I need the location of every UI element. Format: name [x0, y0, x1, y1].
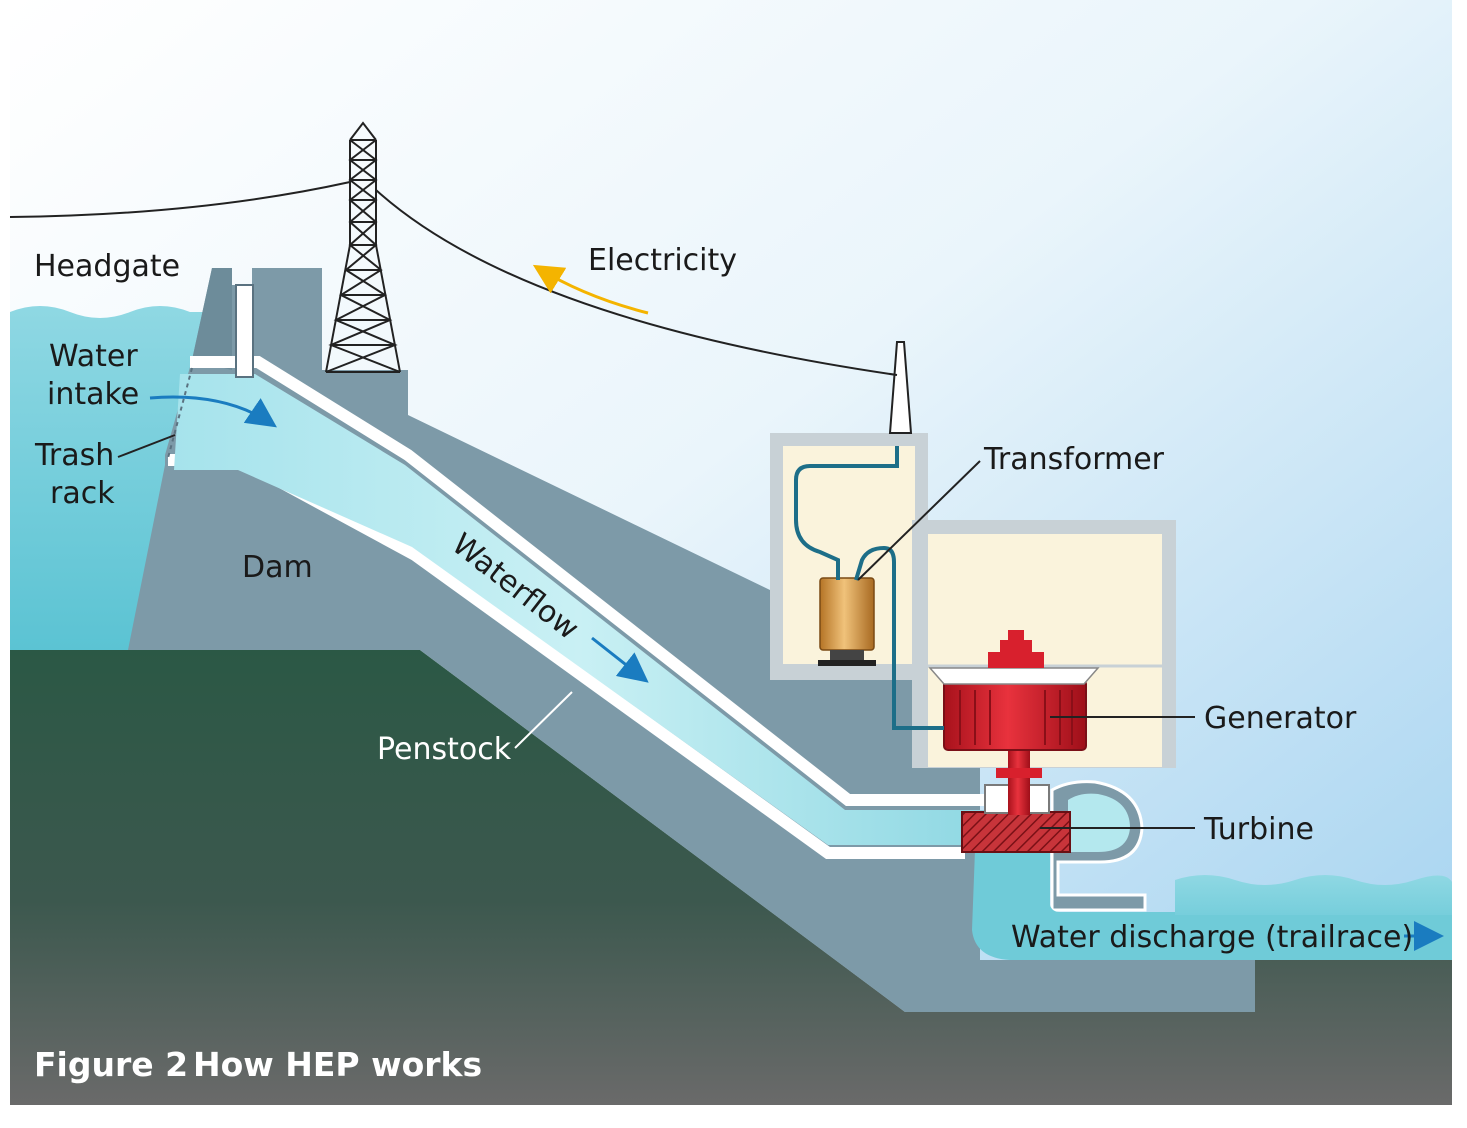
- penstock-leader: [514, 691, 573, 749]
- transformer-base: [830, 650, 864, 660]
- water-intake-label-1: Water: [49, 339, 138, 374]
- generator-label: Generator: [1204, 701, 1357, 736]
- generator-ribs: [959, 690, 1073, 745]
- penstock-water: [174, 374, 985, 845]
- transformer-foot: [818, 660, 876, 666]
- dam-label: Dam: [242, 550, 313, 585]
- transmission-tower: [325, 121, 401, 373]
- power-line-right: [375, 189, 898, 376]
- penstock-label: Penstock: [377, 732, 512, 767]
- turbine-runner: [961, 811, 1071, 853]
- transformer-label: Transformer: [983, 442, 1165, 477]
- trash-rack-leader: [117, 434, 176, 458]
- water-intake-label-2: intake: [47, 377, 139, 412]
- shaft-collar-1: [996, 768, 1042, 778]
- transformer-body: [819, 577, 875, 651]
- ground: [10, 650, 1452, 1105]
- transformer-cable: [794, 446, 899, 580]
- discharge-channel: [1010, 915, 1452, 960]
- generator-top-plate: [928, 667, 1100, 685]
- generator-top-3: [1008, 630, 1024, 642]
- small-pylon: [888, 341, 913, 434]
- turbine-label: Turbine: [1203, 812, 1314, 847]
- water-discharge-label: Water discharge (trailrace): [1011, 920, 1413, 955]
- electricity-arrow: [532, 264, 649, 315]
- water-intake-arrow: [149, 395, 277, 428]
- power-line-left: [9, 181, 351, 218]
- generator-top-2: [1000, 640, 1032, 654]
- headgate: [235, 284, 254, 378]
- generator-top-1: [988, 652, 1044, 668]
- dam-crest: [192, 268, 232, 370]
- turbine-scroll-water: [1068, 793, 1130, 852]
- trash-rack-label-1: Trash: [34, 438, 114, 473]
- generator-stator: [943, 679, 1087, 751]
- electricity-label: Electricity: [588, 243, 737, 278]
- trash-rack-label-2: rack: [50, 476, 115, 511]
- headgate-label: Headgate: [34, 249, 180, 284]
- waterflow-arrow: [591, 636, 649, 683]
- figure-title: How HEP works: [193, 1045, 482, 1084]
- generator-cable: [854, 545, 944, 730]
- figure-number: Figure 2: [34, 1045, 188, 1084]
- transformer-leader: [857, 460, 981, 581]
